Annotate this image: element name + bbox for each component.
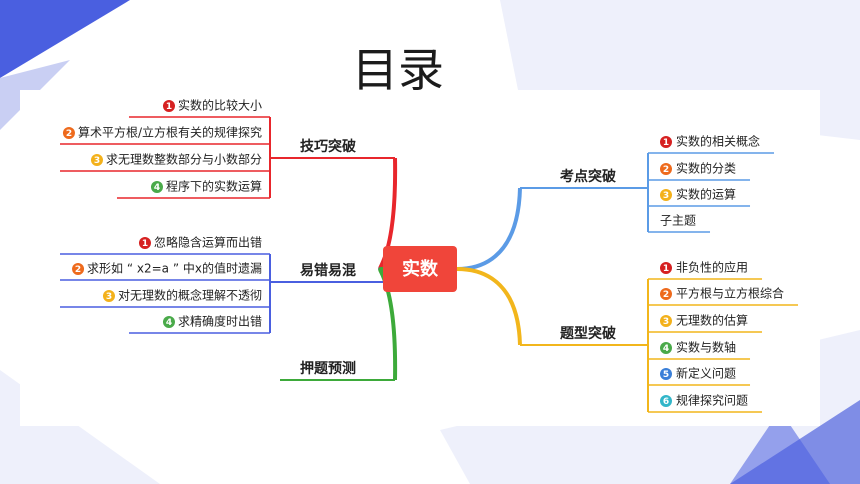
number-badge-text: 2 xyxy=(663,165,669,175)
topic-label: 对无理数的概念理解不透彻 xyxy=(118,288,262,303)
branch-label: 技巧突破 xyxy=(300,138,356,155)
number-badge-text: 1 xyxy=(142,239,148,249)
number-badge xyxy=(660,189,672,201)
number-badge xyxy=(90,154,103,166)
topic-label: 新定义问题 xyxy=(676,366,736,381)
page-title: 目录 xyxy=(352,43,444,97)
number-badge-text: 2 xyxy=(663,290,669,300)
number-badge xyxy=(62,127,75,139)
topic-label: 忽略隐含运算而出错 xyxy=(154,235,262,250)
topic-label: 实数的相关概念 xyxy=(676,134,760,149)
branch-label: 题型突破 xyxy=(560,325,616,342)
number-badge-text: 2 xyxy=(75,265,81,275)
topic-label: 子主题 xyxy=(660,214,696,228)
number-badge-text: 4 xyxy=(166,318,172,328)
center-node xyxy=(383,246,457,292)
topic-label: 求形如 “ x2=a ” 中x的值时遗漏 xyxy=(87,261,262,276)
topic-label: 实数的比较大小 xyxy=(178,98,262,113)
number-badge xyxy=(138,237,151,249)
number-badge xyxy=(162,100,175,112)
number-badge-text: 2 xyxy=(66,129,72,139)
branch-connector-right-1 xyxy=(456,267,522,346)
number-badge-text: 5 xyxy=(663,370,669,380)
branch-label: 易错易混 xyxy=(300,262,356,279)
number-badge xyxy=(660,342,672,354)
bottom-right-accent xyxy=(730,410,830,484)
number-badge-text: 1 xyxy=(166,102,172,112)
mind-map: 技巧突破 实数的比较大小 1 算术平方根/立方根有关的规律探究 2 求无理数整数部分与小数… xyxy=(20,90,820,426)
number-badge-text: 3 xyxy=(106,292,112,302)
number-badge-text: 4 xyxy=(663,344,669,354)
mind-map-canvas: 技巧突破 实数的比较大小 1 算术平方根/立方根有关的规律探究 2 求无理数整数部分与小数… xyxy=(60,98,799,413)
number-badge xyxy=(102,290,115,302)
topic-label: 非负性的应用 xyxy=(676,260,748,275)
topic-label: 平方根与立方根综合 xyxy=(676,286,784,301)
number-badge-text: 3 xyxy=(94,156,100,166)
number-badge xyxy=(660,163,672,175)
topic-label: 求精确度时出错 xyxy=(178,314,262,329)
number-badge xyxy=(660,136,672,148)
number-badge xyxy=(660,288,672,300)
top-left-triangle xyxy=(0,0,130,78)
topic-label: 无理数的估算 xyxy=(676,313,748,328)
topic-label: 求无理数整数部分与小数部分 xyxy=(106,152,262,167)
number-badge xyxy=(162,316,175,328)
topic-label: 程序下的实数运算 xyxy=(166,179,262,194)
number-badge-text: 4 xyxy=(154,183,160,193)
number-badge xyxy=(660,368,672,380)
topic-label: 实数的运算 xyxy=(676,187,736,202)
number-badge xyxy=(660,315,672,327)
number-badge-text: 3 xyxy=(663,317,669,327)
topic-label: 规律探究问题 xyxy=(676,393,748,408)
number-badge xyxy=(660,395,672,407)
branch-label: 考点突破 xyxy=(560,168,616,185)
number-badge-text: 1 xyxy=(663,264,669,274)
topic-label: 实数的分类 xyxy=(676,161,736,176)
number-badge xyxy=(660,262,672,274)
center-node-label: 实数 xyxy=(402,258,439,280)
number-badge xyxy=(72,263,85,275)
branch-label: 押题预测 xyxy=(300,360,356,377)
number-badge-text: 3 xyxy=(663,191,669,201)
branch-connector-right-0 xyxy=(456,187,522,271)
number-badge-text: 1 xyxy=(663,138,669,148)
topic-label: 实数与数轴 xyxy=(676,340,736,355)
topic-label: 算术平方根/立方根有关的规律探究 xyxy=(78,125,262,140)
number-badge-text: 6 xyxy=(663,397,669,407)
number-badge xyxy=(150,181,163,193)
